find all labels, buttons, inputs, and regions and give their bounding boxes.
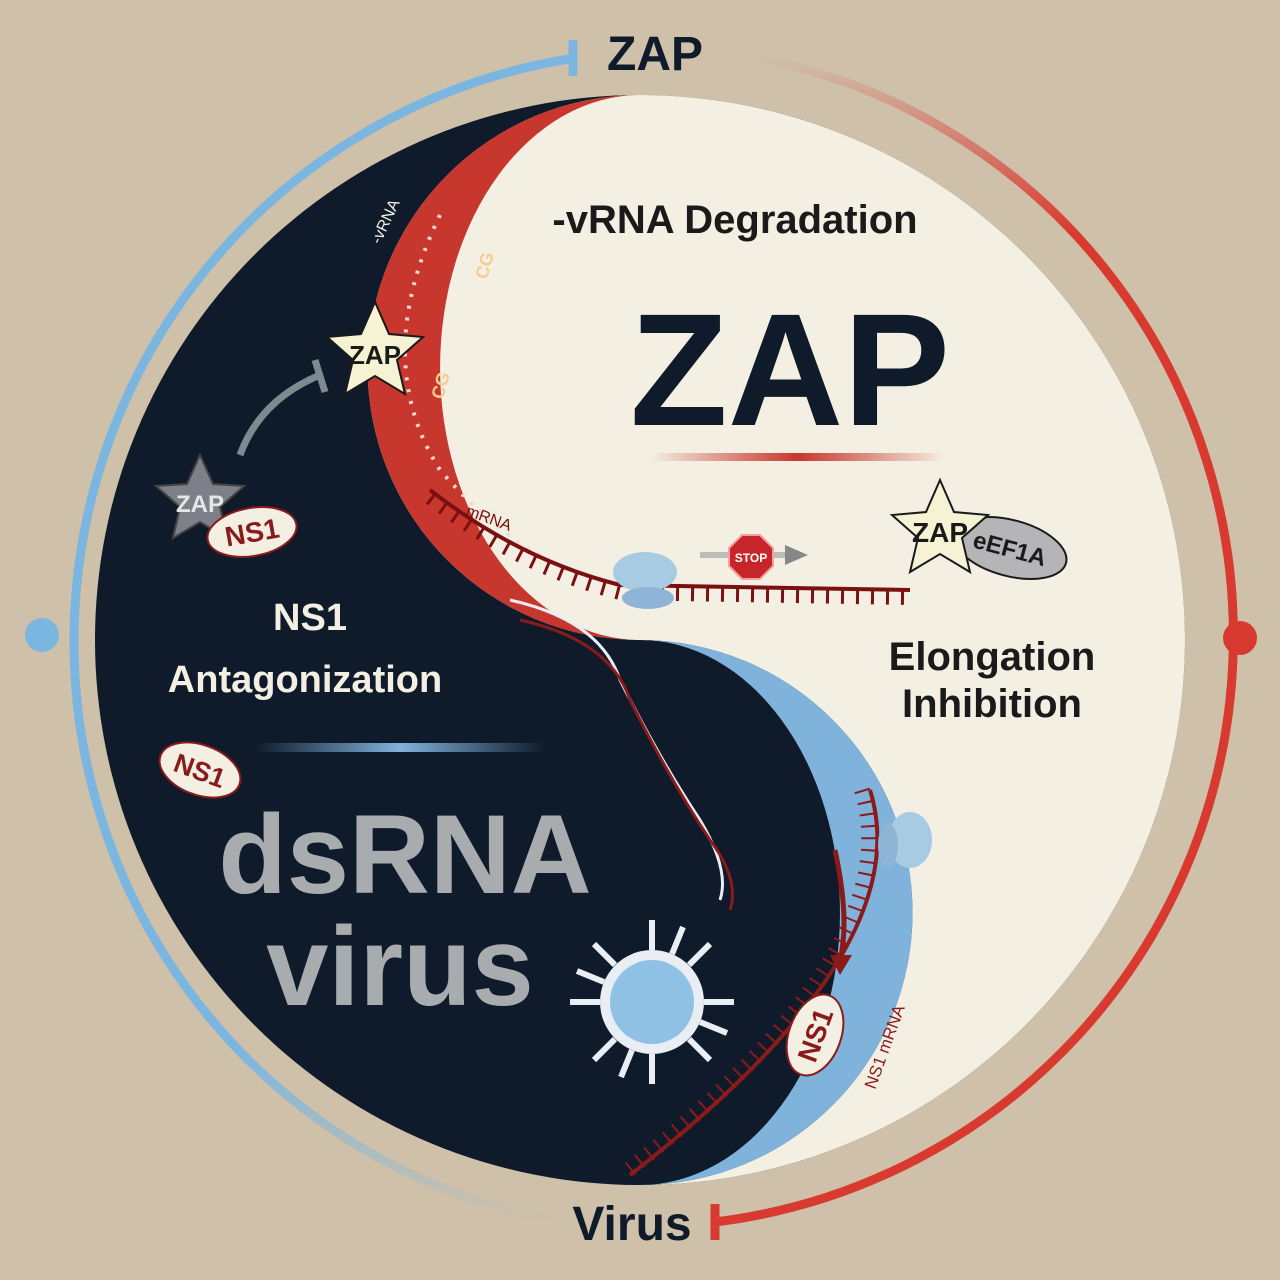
node-dot-blue [25,618,59,652]
inhibition-arc-red [714,53,1238,1227]
ns1-mrna-bases [617,787,878,1182]
zap-star-label: ZAP [176,491,224,518]
arrow-head-icon [830,955,852,975]
top-label: ZAP [607,28,703,81]
zap-star-eef1a: ZAP [889,477,991,575]
mrna-bases [425,492,911,605]
degradation-label: -vRNA Degradation [552,198,917,242]
arrow-head-icon [785,545,808,565]
mrna-strand [428,488,911,592]
zap-star-active: ZAP [324,299,426,397]
label-underline [255,743,545,752]
inhibition-arc-blue [69,53,576,1227]
antagonization-arrow [236,371,322,457]
dsrna-title-2: virus [266,904,534,1029]
node-dot-red [1223,621,1257,655]
elongation-label-2: Inhibition [902,682,1082,726]
elongation-label-1: Elongation [889,635,1096,679]
vrna-red-band [367,95,640,640]
mrna-blue-band [640,640,913,1185]
zap-title: ZAP [630,280,950,459]
direction-arrow [832,849,847,961]
ns1-antagonization-2: Antagonization [168,659,442,701]
ribosome-icon [613,552,677,609]
ns1-antagonization-1: NS1 [273,597,347,639]
inhibition-bar-icon [311,358,329,394]
bottom-label: Virus [572,1198,691,1251]
dsrna-strand-red [519,618,734,911]
cream-half [367,95,1185,1185]
ribosome-icon [878,812,932,868]
ns1-free: NS1 [158,741,242,799]
eef1a-protein: eEF1A [952,516,1068,580]
stop-label: STOP [735,551,767,565]
zap-star-label: ZAP [912,517,968,548]
dsrna-title-1: dsRNA [218,792,591,917]
ns1-protein: NS1 [785,993,845,1077]
title-underline [650,453,945,461]
stop-sign-icon [728,534,774,580]
zap-star-label: ZAP [349,340,401,370]
ns1-bound: NS1 [206,506,298,558]
virus-particle-icon [570,920,734,1084]
vrna-strand [403,214,571,572]
